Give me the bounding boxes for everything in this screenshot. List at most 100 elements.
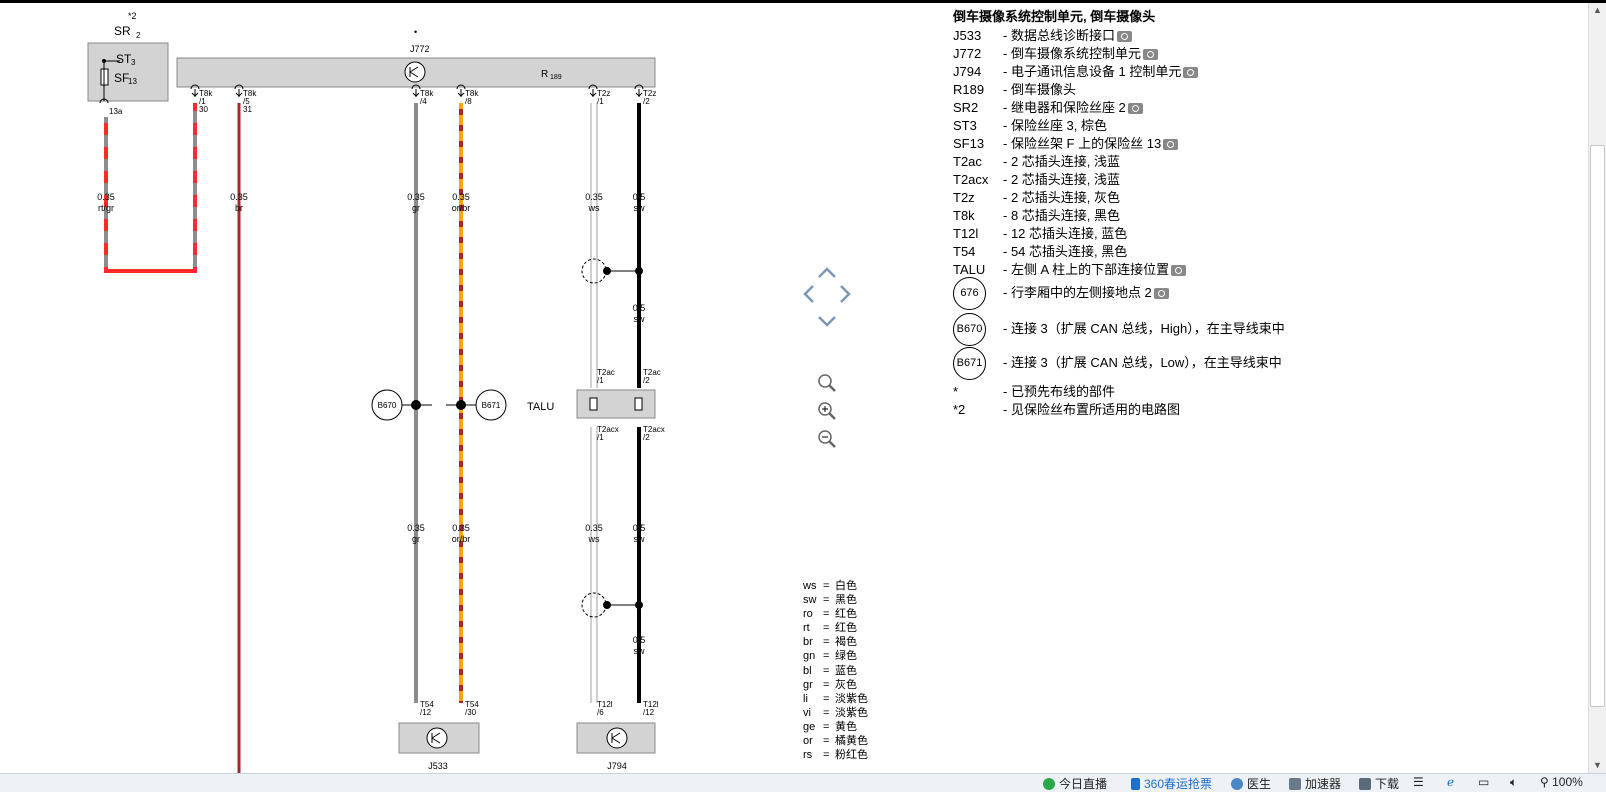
arrow-up-icon[interactable] [818,267,836,278]
svg-text:or/br: or/br [452,203,471,213]
camera-icon[interactable] [1153,288,1169,299]
camera-icon[interactable] [1116,31,1132,43]
tickets-button[interactable]: 360春运抢票 [1131,775,1212,792]
legend-desc: - 倒车摄像系统控制单元 [1003,46,1141,61]
svg-text:0.35: 0.35 [97,192,115,202]
svg-text:0.5: 0.5 [633,192,646,202]
live-button[interactable]: 今日直播 [1043,775,1107,792]
svg-text:/1: /1 [199,97,206,106]
sr2-pin: 13a [109,107,123,116]
talu-connector: TALU T2ac /1 T2ac /2 T2acx /1 T2acx /2 [527,368,665,442]
svg-text:or/br: or/br [452,534,471,544]
svg-text:rt/gr: rt/gr [98,203,114,213]
legend-note: *- 已预先布线的部件 [953,381,1115,400]
svg-text:/2: /2 [643,97,650,106]
color-legend-row: gn=绿色 [803,650,857,663]
window-icon[interactable]: ▭ [1478,775,1490,789]
svg-text:T8k: T8k [199,89,213,98]
svg-text:gr: gr [412,534,420,544]
download-button[interactable]: 下载 [1359,775,1399,792]
legend-circle-code: B671 [953,347,986,380]
svg-text:/12: /12 [643,708,655,717]
svg-text:0.35: 0.35 [452,192,470,202]
svg-text:T2acx: T2acx [597,425,619,434]
color-legend-row: rs=粉红色 [803,749,868,762]
accelerator-button[interactable]: 加速器 [1289,775,1341,792]
color-abbr: li [803,692,808,705]
diagram-nav-controls [803,267,851,448]
j533-transistor-icon [426,727,448,749]
zoom-in-icon[interactable] [818,402,836,420]
svg-text:T2ac: T2ac [643,368,661,377]
camera-icon[interactable] [1163,139,1179,151]
legend-code: SR2 [953,100,979,115]
svg-text:0.35: 0.35 [230,192,248,202]
legend-desc: - 连接 3（扩展 CAN 总线，High），在主导线束中 [1003,320,1285,336]
svg-text:0.35: 0.35 [452,523,470,533]
svg-text:T2z: T2z [643,89,656,98]
ie-icon[interactable]: ℯ [1447,775,1455,789]
scroll-thumb[interactable] [1590,145,1605,707]
color-name: 绿色 [835,650,857,663]
st3-label: ST [116,52,132,66]
legend-row: TALU- 左侧 A 柱上的下部连接位置 [953,259,1187,278]
sr2-note: *2 [128,11,137,21]
svg-text:0.35: 0.35 [585,523,603,533]
j772-label: J772 [410,44,430,54]
svg-text:189: 189 [550,74,562,81]
doctor-icon [1231,778,1243,790]
svg-text:J533: J533 [428,761,448,771]
legend-code: T8k [953,208,975,223]
camera-icon[interactable] [1127,103,1143,115]
legend-desc: - 连接 3（扩展 CAN 总线，Low），在主导线束中 [1003,354,1282,370]
legend-desc: - 2 芯插头连接, 灰色 [1003,190,1121,205]
legend-note: *2 - 见保险丝布置所适用的电路图 [953,399,1180,418]
svg-text:T12l: T12l [643,700,659,709]
zoom-out-icon[interactable] [818,430,836,448]
j533-block: T54 /12 T54 /30 J533 [398,700,480,771]
camera-icon[interactable] [1142,49,1158,61]
color-legend-row: ro=红色 [803,608,857,621]
svg-text:31: 31 [243,105,252,114]
svg-text:/8: /8 [465,97,472,106]
svg-text:ws: ws [588,534,600,544]
legend-code: *2 [953,402,966,417]
sr2-block: *2 SR 2 ST 3 SF 13 13a [87,11,169,116]
legend-desc: - 见保险丝布置所适用的电路图 [1003,402,1180,417]
zoom-fit-icon[interactable] [818,374,836,392]
doctor-button[interactable]: 医生 [1231,775,1271,792]
phone-icon [1131,778,1140,790]
color-abbr: gn [803,650,816,663]
camera-icon[interactable] [1171,265,1187,277]
legend-row: T12l- 12 芯插头连接, 蓝色 [953,223,1127,242]
arrow-right-icon[interactable] [840,285,851,303]
j772-transistor-icon [404,61,426,83]
svg-text:T12l: T12l [597,700,613,709]
wiring-diagram: *2 SR 2 ST 3 SF 13 13a • J772 R 189 [87,11,665,773]
legend-desc: - 54 芯插头连接, 黑色 [1003,244,1128,259]
legend-circle-code: B670 [953,313,986,346]
color-name: 淡紫色 [835,692,868,705]
arrow-left-icon[interactable] [803,285,814,303]
svg-text:sw: sw [634,534,646,544]
color-name: 蓝色 [835,664,857,677]
arrow-down-icon[interactable] [818,316,836,327]
settings-icon[interactable]: ☰ [1413,775,1424,789]
legend-desc: - 电子通讯信息设备 1 控制单元 [1003,64,1182,79]
legend-code: TALU [953,262,986,277]
scroll-down-icon[interactable]: ▼ [1593,760,1602,770]
svg-text:T54: T54 [420,700,434,709]
legend-desc: - 倒车摄像头 [1003,82,1076,97]
color-legend-row: gr=灰色 [803,678,857,691]
scroll-up-icon[interactable]: ▲ [1593,5,1602,15]
legend-circle-code: 676 [953,277,986,310]
camera-icon[interactable] [1183,67,1199,79]
sf13-label: SF [114,71,129,85]
zoom-level[interactable]: ⚲ 100% [1540,775,1583,789]
volume-icon[interactable]: 🔈︎ [1510,775,1518,789]
pin-t8k-4: T8k /4 [411,84,434,106]
svg-text:0.5: 0.5 [633,303,646,313]
legend-title: 倒车摄像系统控制单元, 倒车摄像头 [953,9,1156,24]
